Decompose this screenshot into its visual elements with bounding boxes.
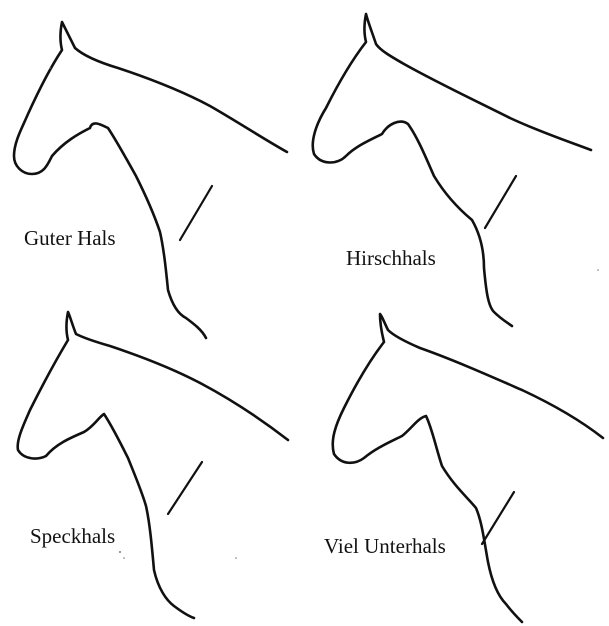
label-ewe-neck: Viel Unterhals	[324, 534, 446, 558]
scan-speck	[123, 557, 125, 559]
throatlatch-marker-bull-neck	[168, 462, 202, 514]
horse-outline-stag-neck	[313, 14, 591, 326]
panel-stag-neck: Hirschhals	[313, 14, 591, 326]
horse-outline-ewe-neck	[333, 314, 603, 622]
throatlatch-marker-ewe-neck	[482, 492, 514, 544]
throatlatch-marker-good-neck	[180, 186, 212, 240]
label-good-neck: Guter Hals	[24, 226, 116, 250]
panel-bull-neck: Speckhals	[18, 312, 288, 618]
scan-speck	[49, 67, 51, 69]
label-bull-neck: Speckhals	[30, 524, 115, 548]
scan-speck	[119, 551, 121, 553]
throatlatch-marker-stag-neck	[485, 176, 516, 228]
scan-noise	[49, 67, 599, 559]
label-stag-neck: Hirschhals	[346, 246, 436, 270]
scan-speck	[235, 557, 237, 559]
scan-speck	[597, 269, 599, 271]
panel-ewe-neck: Viel Unterhals	[324, 314, 603, 622]
horse-outline-good-neck	[14, 22, 287, 338]
horse-outline-bull-neck	[18, 312, 288, 618]
panel-good-neck: Guter Hals	[14, 22, 287, 338]
